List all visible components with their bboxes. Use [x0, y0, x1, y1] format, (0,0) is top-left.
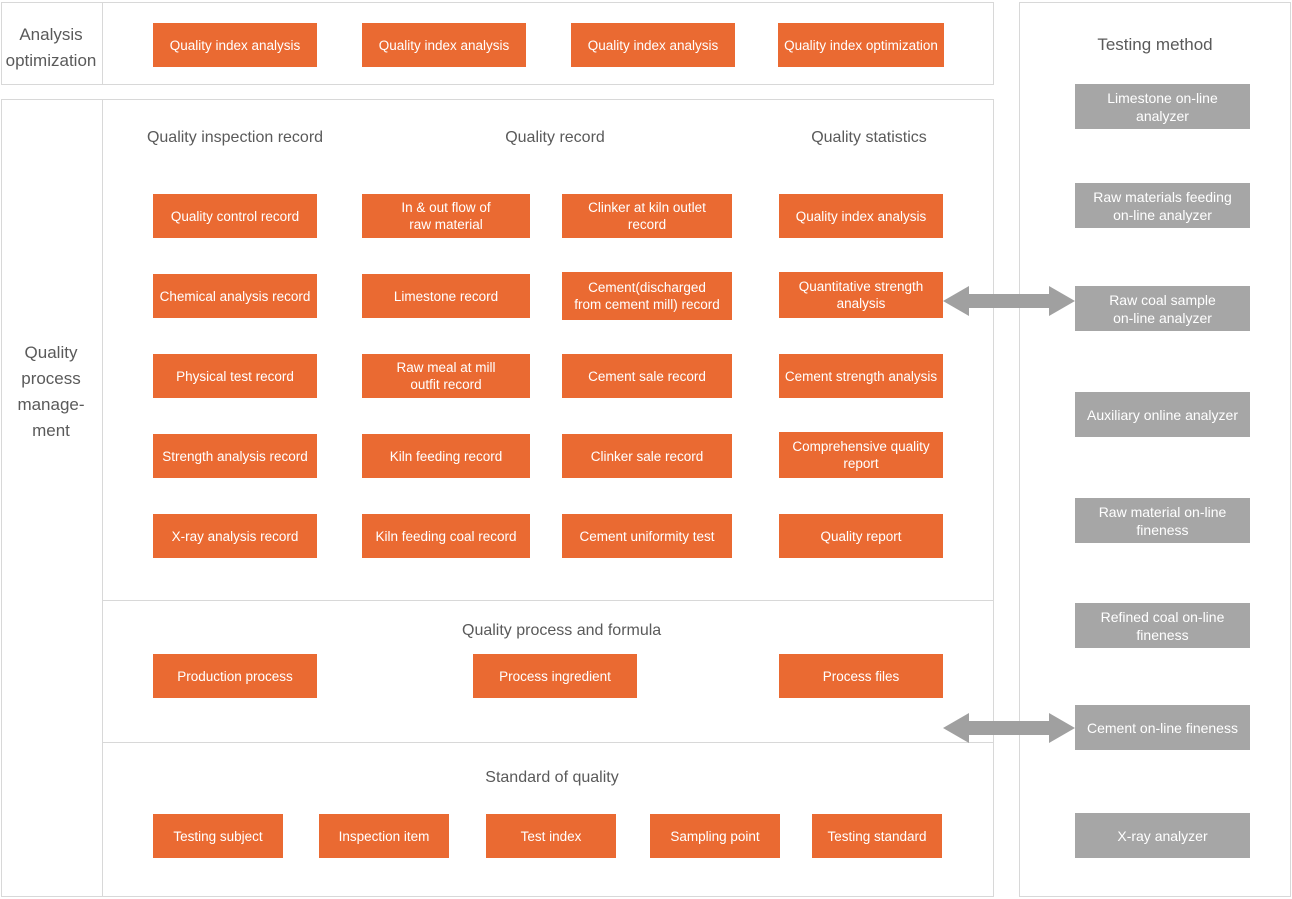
node-xray-analyzer[interactable]: X-ray analyzer — [1075, 813, 1250, 858]
panel-rail-divider — [102, 3, 103, 84]
node-cement-online-fineness[interactable]: Cement on-line fineness — [1075, 705, 1250, 750]
node-kiln-feeding-coal-record[interactable]: Kiln feeding coal record — [362, 514, 530, 558]
node-quality-report[interactable]: Quality report — [779, 514, 943, 558]
node-testing-standard[interactable]: Testing standard — [812, 814, 942, 858]
node-inspection-item[interactable]: Inspection item — [319, 814, 449, 858]
node-quality-index-optimization[interactable]: Quality index optimization — [778, 23, 944, 67]
double-arrow-notch — [994, 707, 1019, 721]
node-refined-coal-online-fineness[interactable]: Refined coal on-line fineness — [1075, 603, 1250, 648]
double-arrow-notch-lower — [994, 308, 1019, 322]
node-xray-analysis-record[interactable]: X-ray analysis record — [153, 514, 317, 558]
node-quality-index-analysis-3[interactable]: Quality index analysis — [571, 23, 735, 67]
rail-label-analysis-optimization: Analysis optimization — [5, 25, 97, 70]
node-test-index[interactable]: Test index — [486, 814, 616, 858]
node-production-process[interactable]: Production process — [153, 654, 317, 698]
node-in-out-flow-of-raw-material[interactable]: In & out flow of raw material — [362, 194, 530, 238]
node-auxiliary-online-analyzer[interactable]: Auxiliary online analyzer — [1075, 392, 1250, 437]
node-testing-subject[interactable]: Testing subject — [153, 814, 283, 858]
heading-standard-of-quality: Standard of quality — [485, 769, 619, 786]
node-clinker-at-kiln-outlet-record[interactable]: Clinker at kiln outlet record — [562, 194, 732, 238]
node-cement-discharged-from-cement-mill-record[interactable]: Cement(discharged from cement mill) reco… — [562, 272, 732, 320]
node-raw-meal-at-mill-outfit-record[interactable]: Raw meal at mill outfit record — [362, 354, 530, 398]
double-arrow-notch-lower — [994, 735, 1019, 749]
double-arrow-shaft — [994, 294, 1019, 308]
node-process-ingredient[interactable]: Process ingredient — [473, 654, 637, 698]
node-process-files[interactable]: Process files — [779, 654, 943, 698]
node-raw-materials-feeding-online-analyzer[interactable]: Raw materials feeding on-line analyzer — [1075, 183, 1250, 228]
node-raw-coal-sample-online-analyzer[interactable]: Raw coal sample on-line analyzer — [1075, 286, 1250, 331]
panel-rail-divider — [102, 100, 103, 896]
section-divider-standard — [102, 742, 993, 743]
node-quantitative-strength-analysis[interactable]: Quantitative strength analysis — [779, 272, 943, 318]
node-comprehensive-quality-report[interactable]: Comprehensive quality report — [779, 432, 943, 478]
node-quality-index-analysis-1[interactable]: Quality index analysis — [153, 23, 317, 67]
node-cement-sale-record[interactable]: Cement sale record — [562, 354, 732, 398]
node-cement-uniformity-test[interactable]: Cement uniformity test — [562, 514, 732, 558]
node-limestone-online-analyzer[interactable]: Limestone on-line analyzer — [1075, 84, 1250, 129]
node-raw-material-online-fineness[interactable]: Raw material on-line fineness — [1075, 498, 1250, 543]
node-sampling-point[interactable]: Sampling point — [650, 814, 780, 858]
node-strength-analysis-record[interactable]: Strength analysis record — [153, 434, 317, 478]
node-clinker-sale-record[interactable]: Clinker sale record — [562, 434, 732, 478]
section-divider-process-formula — [102, 600, 993, 601]
heading-quality-statistics: Quality statistics — [811, 129, 927, 146]
testing-method-panel — [1019, 2, 1291, 897]
heading-quality-process-and-formula: Quality process and formula — [462, 622, 662, 639]
node-quality-control-record[interactable]: Quality control record — [153, 194, 317, 238]
double-arrow-shaft — [994, 721, 1019, 735]
heading-testing-method: Testing method — [1097, 35, 1213, 54]
node-limestone-record[interactable]: Limestone record — [362, 274, 530, 318]
rail-label-quality-process-management: Quality process manage- ment — [17, 343, 85, 440]
double-arrow-notch — [994, 280, 1019, 294]
node-quality-index-analysis-statistics[interactable]: Quality index analysis — [779, 194, 943, 238]
node-kiln-feeding-record[interactable]: Kiln feeding record — [362, 434, 530, 478]
heading-quality-record: Quality record — [505, 129, 605, 146]
heading-quality-inspection-record: Quality inspection record — [146, 129, 324, 146]
node-cement-strength-analysis[interactable]: Cement strength analysis — [779, 354, 943, 398]
node-quality-index-analysis-2[interactable]: Quality index analysis — [362, 23, 526, 67]
node-chemical-analysis-record[interactable]: Chemical analysis record — [153, 274, 317, 318]
node-physical-test-record[interactable]: Physical test record — [153, 354, 317, 398]
